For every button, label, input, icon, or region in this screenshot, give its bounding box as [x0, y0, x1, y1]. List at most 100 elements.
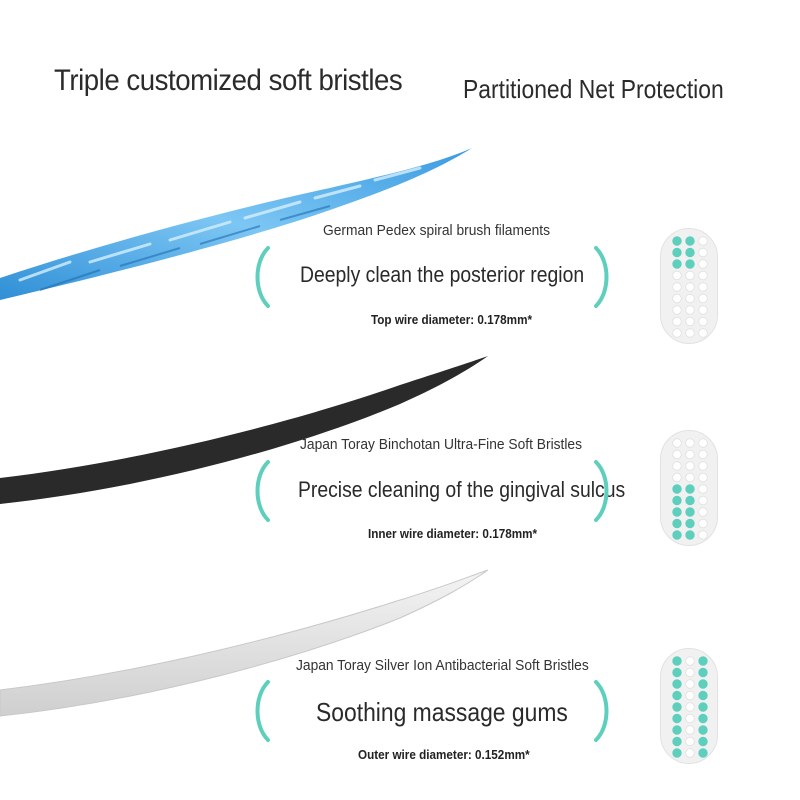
bristle-dot [698, 293, 708, 304]
bristle-dot [698, 247, 708, 258]
bristle-dot [685, 305, 695, 315]
wire-diameter: Top wire diameter: 0.178mm* [371, 312, 533, 327]
left-bracket-icon [255, 460, 270, 522]
right-bracket-icon [594, 246, 609, 308]
bristle-dot [698, 236, 708, 246]
filament-label: German Pedex spiral brush filaments [323, 222, 551, 239]
bristle-dot [698, 507, 708, 517]
bristle-dot-highlighted [685, 236, 695, 246]
feature-text: Deeply clean the posterior region [300, 262, 585, 287]
bristle-dot-highlighted [672, 259, 682, 269]
feature-text: Precise cleaning of the gingival sulcus [298, 477, 626, 502]
filament-label: Japan Toray Silver Ion Antibacterial Sof… [296, 657, 589, 674]
bristle-dot [672, 449, 682, 460]
bristle-dot-highlighted [672, 495, 682, 506]
bristle-dot-highlighted [672, 667, 682, 678]
bristle-dot-highlighted [698, 679, 708, 689]
bristle-dot [672, 282, 682, 292]
bristle-dot-highlighted [672, 690, 682, 701]
white-filament [0, 569, 489, 717]
bristle-dot-highlighted [672, 736, 682, 747]
left-bracket-icon [255, 680, 270, 742]
wire-diameter: Outer wire diameter: 0.152mm* [358, 747, 530, 762]
bristle-dot [698, 259, 708, 269]
right-bracket-icon [594, 680, 609, 742]
bristle-dot [685, 667, 695, 678]
brush-head-diagram [660, 648, 718, 764]
brush-head-diagram [660, 430, 718, 546]
bristle-dot [685, 449, 695, 460]
bristle-dot-highlighted [672, 713, 682, 724]
bristle-dot [672, 438, 682, 448]
bristle-dot [698, 438, 708, 448]
bristle-dot [698, 305, 708, 315]
bristle-dot [698, 316, 708, 327]
bristle-dot [698, 472, 708, 483]
bristle-dot [685, 270, 695, 281]
bristle-dot [672, 316, 682, 327]
black-filament [0, 356, 488, 504]
wire-diameter: Inner wire diameter: 0.178mm* [368, 526, 538, 541]
bristle-dot [685, 472, 695, 483]
bristle-zone-dots [672, 236, 708, 338]
bristle-dot [685, 328, 695, 338]
right-bracket-icon [594, 460, 609, 522]
bristle-dot [685, 713, 695, 724]
bristle-dot [685, 316, 695, 327]
left-bracket-icon [255, 246, 270, 308]
bristle-dot [698, 270, 708, 281]
bristle-dot [672, 461, 682, 471]
bristle-dot-highlighted [698, 713, 708, 724]
bristle-dot [698, 282, 708, 292]
bristle-dot [672, 270, 682, 281]
bristle-dot-highlighted [672, 679, 682, 689]
feature-text: Soothing massage gums [316, 697, 568, 727]
bristle-dot [685, 725, 695, 735]
filament-label: Japan Toray Binchotan Ultra-Fine Soft Br… [300, 436, 583, 453]
bristle-dot-highlighted [698, 702, 708, 712]
bristle-dot-highlighted [672, 656, 682, 666]
bristle-dot-highlighted [685, 495, 695, 506]
bristle-dot-highlighted [672, 702, 682, 712]
bristle-dot-highlighted [698, 667, 708, 678]
bristle-dot [685, 748, 695, 758]
bristle-zone-dots [672, 438, 708, 540]
bristle-dot [685, 461, 695, 471]
bristle-dot-highlighted [698, 690, 708, 701]
bristle-dot-highlighted [672, 530, 682, 540]
brush-head-diagram [660, 228, 718, 344]
bristle-dot [685, 736, 695, 747]
bristle-dot [698, 484, 708, 494]
bristle-dot [685, 679, 695, 689]
bristle-zone-dots [672, 656, 708, 758]
bristle-dot [698, 530, 708, 540]
bristle-dot [698, 518, 708, 529]
bristle-dot-highlighted [672, 507, 682, 517]
bristle-dot-highlighted [698, 748, 708, 758]
bristle-dot [685, 282, 695, 292]
bristle-dot-highlighted [672, 247, 682, 258]
bristle-dot [698, 461, 708, 471]
bristle-dot-highlighted [698, 725, 708, 735]
bristle-dot [672, 472, 682, 483]
bristle-dot [672, 328, 682, 338]
bristle-dot [685, 690, 695, 701]
bristle-dot [672, 293, 682, 304]
bristle-dot [698, 449, 708, 460]
bristle-dot [685, 438, 695, 448]
bristle-dot [685, 293, 695, 304]
bristle-dot-highlighted [672, 236, 682, 246]
page-title: Triple customized soft bristles [54, 64, 403, 97]
bristle-dot-highlighted [672, 725, 682, 735]
bristle-dot [698, 328, 708, 338]
bristle-dot-highlighted [672, 484, 682, 494]
bristle-dot-highlighted [698, 736, 708, 747]
bristle-dot [698, 495, 708, 506]
bristle-dot [685, 656, 695, 666]
bristle-dot-highlighted [685, 507, 695, 517]
bristle-dot-highlighted [685, 247, 695, 258]
bristle-dot [672, 305, 682, 315]
bristle-dot-highlighted [685, 530, 695, 540]
page-subtitle: Partitioned Net Protection [463, 74, 724, 104]
